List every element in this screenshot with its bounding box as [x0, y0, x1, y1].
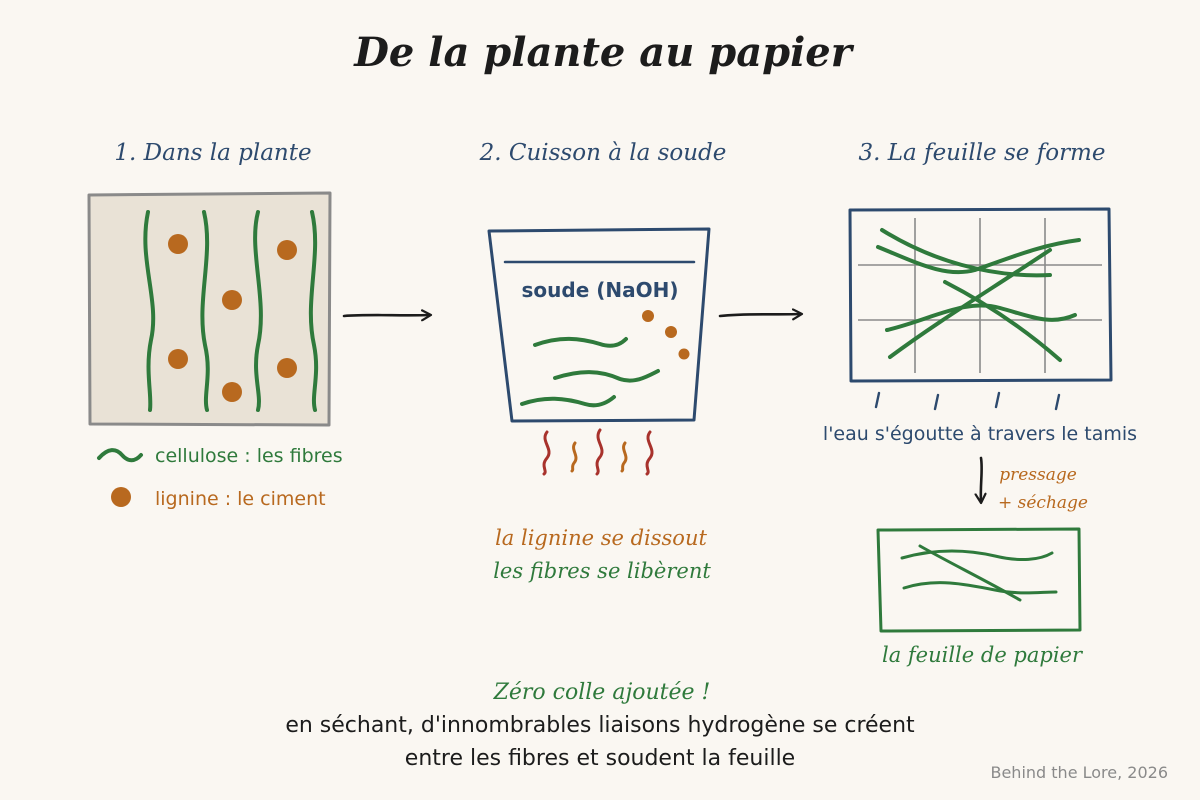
arrow-step1-to-step2 — [342, 315, 430, 316]
lignin-legend-icon — [111, 487, 131, 507]
legend: cellulose : les fibres lignine : le cime… — [97, 445, 343, 510]
cooking-pot: soude (NaOH) — [487, 227, 711, 423]
step-2-heading: 2. Cuisson à la soude — [479, 140, 727, 166]
lignin-particle — [277, 358, 297, 378]
conclusion-line-2: entre les fibres et soudent la feuille — [405, 746, 795, 771]
drip-icon — [933, 393, 940, 411]
cellulose-legend-label: cellulose : les fibres — [155, 445, 343, 467]
flame-icon — [542, 430, 551, 476]
free-fiber — [553, 369, 660, 383]
press-arrow — [981, 456, 982, 502]
conclusion-headline: Zéro colle ajoutée ! — [493, 680, 711, 705]
water-drips — [874, 391, 1061, 411]
soda-label: soude (NaOH) — [522, 278, 679, 302]
dry-label: + séchage — [998, 493, 1088, 513]
dissolved-lignin — [642, 310, 654, 322]
plant-panel — [87, 191, 332, 427]
drain-text: l'eau s'égoutte à travers le tamis — [823, 423, 1137, 445]
drip-icon — [994, 391, 1001, 409]
pot-caption-lignin: la lignine se dissout — [495, 526, 707, 550]
cellulose-fiber — [308, 210, 319, 412]
free-fiber — [533, 336, 628, 348]
mesh-fiber — [888, 248, 1052, 359]
sieve — [848, 207, 1113, 383]
cellulose-fiber — [253, 210, 263, 412]
dissolved-lignin — [678, 348, 690, 360]
lignin-particle — [168, 234, 188, 254]
cellulose-legend-icon — [97, 448, 143, 463]
flame-icon — [570, 441, 578, 473]
paper-sheet — [876, 527, 1082, 633]
pot-caption-fibers: les fibres se libèrent — [493, 559, 711, 583]
page-title: De la plante au papier — [353, 29, 855, 76]
mesh-fiber — [885, 303, 1077, 332]
mesh-fiber — [880, 228, 1052, 278]
heat-flames — [542, 428, 654, 476]
plant-panel-frame — [87, 191, 332, 427]
step-3-heading: 3. La feuille se forme — [859, 140, 1106, 166]
lignin-particle — [277, 240, 297, 260]
lignin-particle — [222, 290, 242, 310]
lignin-particle — [222, 382, 242, 402]
lignin-particle — [168, 349, 188, 369]
flame-icon — [620, 441, 628, 473]
drip-icon — [874, 391, 881, 409]
flame-icon — [645, 430, 654, 476]
mesh-fiber — [943, 280, 1062, 362]
conclusion-line-1: en séchant, d'innombrables liaisons hydr… — [285, 713, 915, 738]
credit: Behind the Lore, 2026 — [990, 763, 1168, 782]
sheet-fiber — [902, 581, 1058, 595]
cellulose-fiber — [143, 210, 156, 412]
sheet-fiber — [900, 549, 1054, 562]
arrow-step2-to-step3 — [718, 314, 801, 316]
drip-icon — [1054, 393, 1061, 411]
lignin-legend-label: lignine : le ciment — [155, 488, 326, 510]
free-fiber — [520, 395, 616, 408]
press-label: pressage — [999, 465, 1077, 485]
paper-sheet-frame — [876, 527, 1082, 633]
dissolved-lignin — [665, 326, 677, 338]
sheet-fiber — [918, 544, 1022, 602]
sheet-label: la feuille de papier — [882, 643, 1084, 667]
step-1-heading: 1. Dans la plante — [114, 140, 311, 166]
flame-icon — [595, 428, 604, 476]
cellulose-fiber — [200, 210, 210, 412]
pot-outline — [487, 227, 711, 423]
